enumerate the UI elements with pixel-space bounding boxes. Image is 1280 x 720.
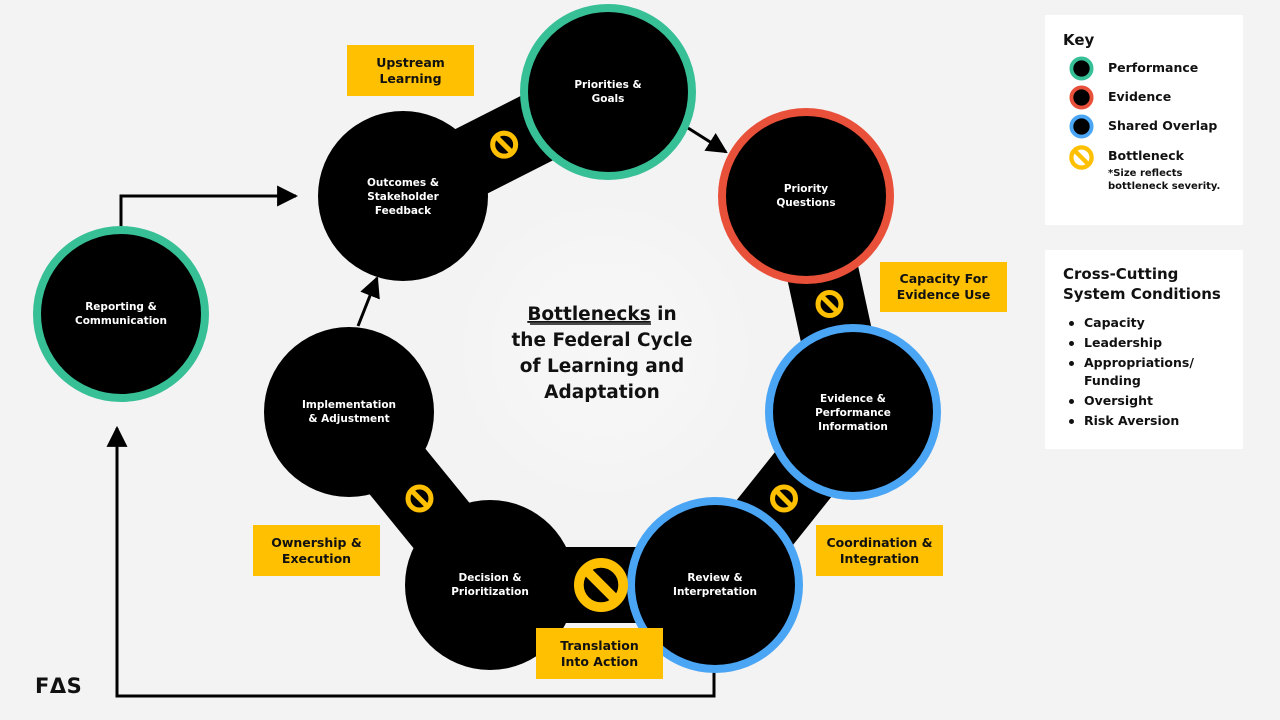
bottleneck-icon — [573, 557, 628, 612]
node-circle — [33, 226, 209, 402]
key-heading: Key — [1063, 31, 1095, 49]
node-label: Prioritization — [451, 586, 529, 598]
node-label: Reporting & — [85, 301, 157, 313]
node-label: Goals — [592, 93, 625, 105]
diagram-title: Bottlenecks in the Federal Cycle of Lear… — [511, 304, 692, 403]
node-label: & Adjustment — [308, 413, 389, 425]
conditions-panel: Cross-Cutting System Conditions Capacity… — [1045, 250, 1243, 449]
key-label: Bottleneck — [1108, 148, 1184, 163]
node-circle — [718, 108, 894, 284]
node-reporting: Reporting & Communication — [33, 226, 209, 402]
key-item-shared-overlap: Shared Overlap — [1063, 114, 1243, 139]
node-circle — [264, 327, 434, 497]
conditions-heading-line2: System Conditions — [1063, 285, 1221, 303]
bottleneck-icon — [1069, 145, 1094, 170]
bottleneck-icon — [815, 289, 844, 318]
node-label: Implementation — [302, 399, 396, 411]
key-item-performance: Performance — [1063, 56, 1243, 81]
cycle-nodes: Priorities & GoalsPriorityQuestionsEviden… — [33, 4, 941, 673]
arrow-implementation-to-outcomes — [356, 276, 380, 327]
node-circle — [520, 4, 696, 180]
node-label: Performance — [815, 407, 891, 419]
bottleneck-label-capacity-for-evidence-use: Capacity For Evidence Use — [880, 262, 1007, 312]
title-line4: Adaptation — [544, 382, 660, 403]
conditions-list: Capacity Leadership Appropriations/ Fund… — [1063, 314, 1243, 430]
key-item-evidence: Evidence — [1063, 85, 1243, 110]
node-label: Questions — [776, 197, 835, 209]
arrow-review-to-reporting — [106, 425, 716, 698]
node-decision: Decision & Prioritization — [405, 500, 575, 670]
key-label: Performance — [1108, 60, 1199, 75]
node-implementation: Implementation & Adjustment — [264, 327, 434, 497]
node-label: Feedback — [375, 205, 432, 217]
node-label: Communication — [75, 315, 167, 327]
key-panel: Key Performance Evidence Shared Overlap … — [1045, 15, 1243, 225]
condition-item: Capacity — [1063, 314, 1243, 332]
key-item-bottleneck: Bottleneck *Size reflects bottleneck sev… — [1063, 145, 1243, 193]
title-line2: the Federal Cycle — [511, 330, 692, 351]
evidence-ring-icon — [1069, 85, 1094, 110]
node-label: Interpretation — [673, 586, 757, 598]
condition-item: Risk Aversion — [1063, 412, 1243, 430]
node-label: Stakeholder — [367, 191, 439, 203]
condition-item: Oversight — [1063, 392, 1243, 410]
node-label: Review & — [687, 572, 742, 584]
node-circle — [765, 324, 941, 500]
key-note: *Size reflects bottleneck severity. — [1108, 168, 1221, 192]
bottleneck-icon — [405, 484, 434, 513]
shared-overlap-ring-icon — [1069, 114, 1094, 139]
condition-item: Appropriations/ Funding — [1063, 354, 1194, 390]
bottleneck-icon — [490, 130, 519, 159]
title-line1-rest: in — [651, 304, 677, 325]
bottleneck-icons — [405, 130, 844, 612]
node-label: Decision & — [458, 572, 521, 584]
bottleneck-icon — [770, 484, 799, 513]
node-circle — [405, 500, 575, 670]
arrow-reporting-to-outcomes — [119, 185, 299, 226]
node-label: Outcomes & — [367, 177, 439, 189]
key-label: Shared Overlap — [1108, 118, 1218, 133]
conditions-heading-line1: Cross-Cutting — [1063, 265, 1179, 283]
bottleneck-label-coordination-integration: Coordination & Integration — [816, 525, 943, 576]
bottleneck-label-ownership-execution: Ownership & Execution — [253, 525, 380, 576]
flow-arrows — [106, 126, 728, 698]
node-label: Priority — [784, 183, 828, 195]
node-label: Information — [818, 421, 888, 433]
title-underlined-word: Bottlenecks — [527, 304, 650, 325]
bottleneck-label-upstream-learning: Upstream Learning — [347, 45, 474, 96]
node-label: Priorities & — [574, 79, 641, 91]
node-circle — [627, 497, 803, 673]
node-label: Evidence & — [820, 393, 886, 405]
performance-ring-icon — [1069, 56, 1094, 81]
arrow-priorities-to-questions — [687, 126, 728, 154]
bottleneck-label-translation-into-action: Translation Into Action — [536, 628, 663, 679]
key-label: Evidence — [1108, 89, 1172, 104]
title-line3: of Learning and — [520, 356, 684, 377]
center-halo — [455, 200, 755, 500]
node-review: Review & Interpretation — [627, 497, 803, 673]
node-circle — [318, 111, 488, 281]
node-priorities: Priorities & Goals — [520, 4, 696, 180]
condition-item: Leadership — [1063, 334, 1243, 352]
fas-logo: FΔS — [35, 674, 83, 698]
svg-text:Bottlenecks in: Bottlenecks in — [527, 304, 676, 325]
